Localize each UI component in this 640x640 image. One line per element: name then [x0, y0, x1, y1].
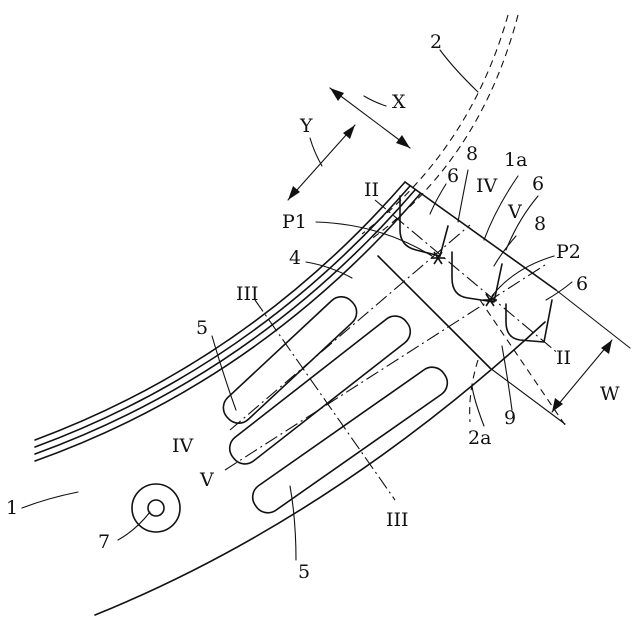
- label-section-ii-bottom: II: [556, 347, 571, 369]
- label-point-p1: P1: [282, 211, 307, 233]
- label-part-6-b: 6: [532, 173, 544, 195]
- label-part-2a: 2a: [468, 427, 491, 449]
- label-section-iii-top: III: [236, 283, 259, 305]
- notch-6-a: [400, 196, 448, 256]
- label-part-6-c: 6: [576, 273, 588, 295]
- label-point-p2: P2: [556, 241, 581, 263]
- label-width-w: W: [600, 383, 620, 405]
- arrow-y: [288, 125, 355, 200]
- label-section-v-top: V: [507, 201, 522, 223]
- label-part-1a: 1a: [504, 149, 527, 171]
- label-section-iv-top: IV: [476, 175, 498, 197]
- outer-arc: [95, 322, 545, 615]
- label-part-8-top: 8: [466, 143, 478, 165]
- dashed-line-2a: [470, 360, 478, 422]
- label-part-1: 1: [6, 497, 18, 519]
- label-section-ii-top: II: [364, 179, 379, 201]
- label-part-4: 4: [289, 247, 301, 269]
- label-dir-x: X: [392, 91, 406, 113]
- label-part-6-a: 6: [447, 165, 459, 187]
- labels: 2 X Y II 8 6 1a IV 6 V 8 P1 P2 4 6 III 5…: [6, 31, 620, 583]
- label-section-v-bottom: V: [199, 469, 214, 491]
- label-part-8-right: 8: [534, 213, 546, 235]
- label-part-5-upper: 5: [196, 317, 208, 339]
- tip-end-face: [405, 182, 556, 290]
- slot-middle: [224, 310, 416, 469]
- label-section-iii-bottom: III: [386, 509, 409, 531]
- label-part-2: 2: [430, 31, 442, 53]
- label-dir-y: Y: [299, 115, 313, 137]
- label-section-iv-bottom: IV: [172, 435, 194, 457]
- label-part-7: 7: [98, 531, 110, 553]
- arrow-x-head-a: [330, 88, 344, 101]
- slot-group: [218, 291, 453, 518]
- curved-band: [35, 182, 420, 461]
- label-part-5-lower: 5: [298, 561, 310, 583]
- label-part-9: 9: [504, 407, 516, 429]
- notch-group: [400, 196, 552, 342]
- arrow-x-head-b: [396, 135, 410, 148]
